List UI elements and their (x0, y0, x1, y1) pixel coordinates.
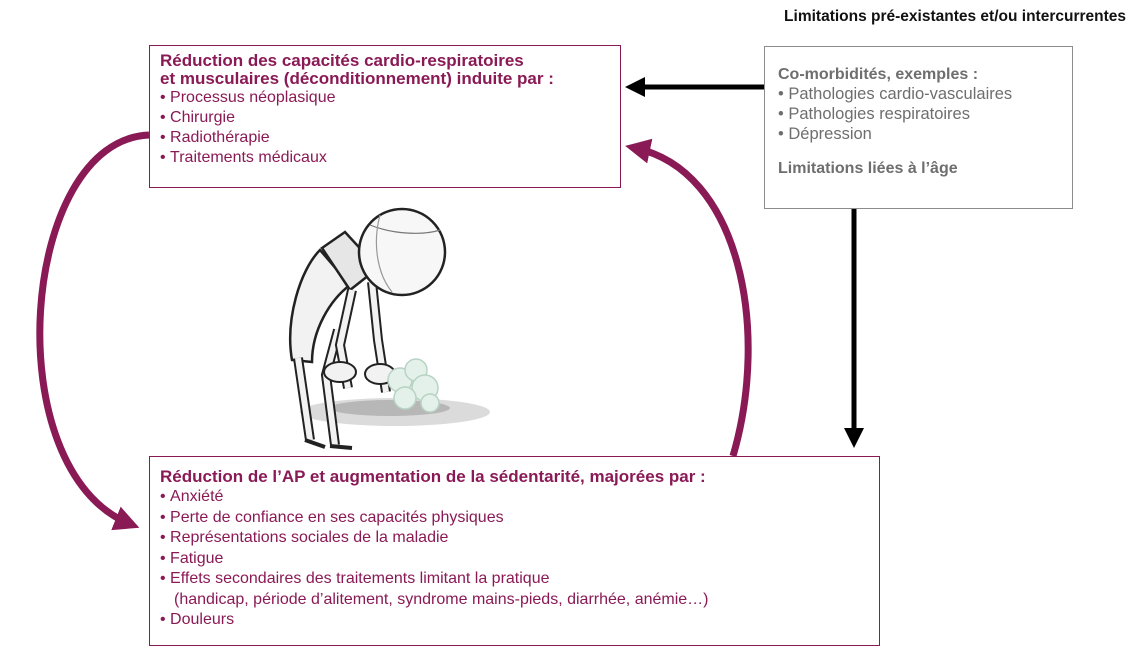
list-item-continuation: (handicap, période d’alitement, syndrome… (174, 590, 709, 608)
box-bottom-list: Anxiété Perte de confiance en ses capaci… (160, 487, 869, 631)
box-right-age-limitations: Limitations liées à l’âge (778, 160, 958, 177)
box-comorbidities: Co-morbidités, exemples : Pathologies ca… (764, 46, 1073, 209)
box-top-list: Processus néoplasique Chirurgie Radiothé… (160, 88, 610, 168)
box-top-title-1: Réduction des capacités cardio-respirato… (160, 51, 524, 70)
list-item: Pathologies cardio-vasculaires (778, 84, 1059, 104)
list-item: Chirurgie (160, 108, 610, 128)
arrow-top-to-bottom (36, 131, 150, 531)
box-bottom-title: Réduction de l’AP et augmentation de la … (160, 467, 706, 486)
list-item: Processus néoplasique (160, 88, 610, 108)
box-right-list: Pathologies cardio-vasculaires Pathologi… (778, 84, 1059, 144)
list-item: Dépression (778, 124, 1059, 144)
list-item: Traitements médicaux (160, 148, 610, 168)
list-item: Fatigue (160, 549, 869, 570)
box-sedentarity: Réduction de l’AP et augmentation de la … (149, 456, 880, 646)
box-deconditioning: Réduction des capacités cardio-respirato… (149, 45, 621, 188)
list-item: Effets secondaires des traitements limit… (160, 569, 869, 590)
exhausted-figure-icon (289, 207, 490, 450)
box-top-title-2: et musculaires (déconditionnement) indui… (160, 69, 554, 88)
arrow-bottom-to-top (625, 138, 752, 457)
list-item: Radiothérapie (160, 128, 610, 148)
list-item: Douleurs (160, 610, 869, 631)
box-right-title: Co-morbidités, exemples : (778, 66, 979, 83)
list-item: Perte de confiance en ses capacités phys… (160, 508, 869, 529)
list-item: Pathologies respiratoires (778, 104, 1059, 124)
list-item: Représentations sociales de la maladie (160, 528, 869, 549)
list-item: Anxiété (160, 487, 869, 508)
page-title: Limitations pré-existantes et/ou intercu… (784, 8, 1126, 25)
